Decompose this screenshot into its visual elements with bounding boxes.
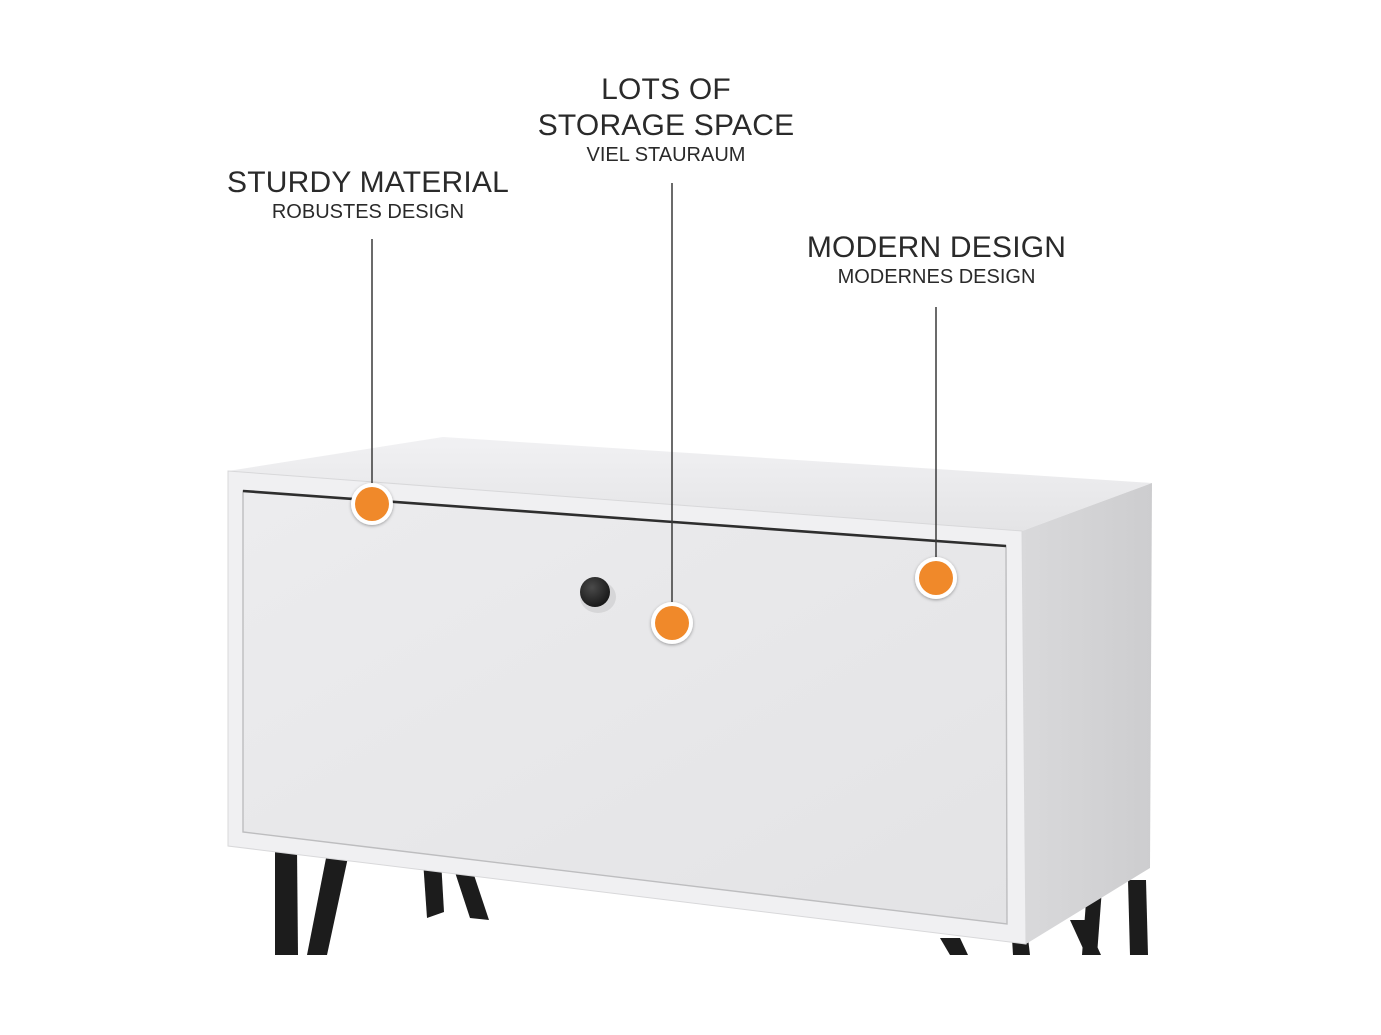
door-knob xyxy=(580,577,616,613)
cabinet xyxy=(227,437,1152,945)
callout-title: MODERN DESIGN xyxy=(806,231,1067,264)
callout-subtitle: VIEL STAURAUM xyxy=(586,144,746,166)
callout-sturdy-material: STURDY MATERIAL ROBUSTES DESIGN xyxy=(200,166,536,223)
cabinet-side xyxy=(1022,483,1152,944)
feature-markers xyxy=(351,483,957,644)
callout-subtitle: ROBUSTES DESIGN xyxy=(271,201,465,223)
callout-subtitle: MODERNES DESIGN xyxy=(837,266,1036,288)
orange-dot-marker-icon xyxy=(351,483,393,525)
callout-title: STURDY MATERIAL xyxy=(227,166,509,199)
cabinet-top xyxy=(228,437,1152,531)
callout-title-line1: LOTS OF xyxy=(601,73,731,106)
leader-lines xyxy=(371,183,937,607)
knob-icon xyxy=(580,577,610,607)
callout-modern-design: MODERN DESIGN MODERNES DESIGN xyxy=(770,231,1103,288)
callout-storage-space: LOTS OF STORAGE SPACE VIEL STAURAUM xyxy=(500,73,832,166)
orange-dot-marker-icon xyxy=(915,557,957,599)
orange-dot-marker-icon xyxy=(651,602,693,644)
hairpin-legs xyxy=(275,848,1148,955)
callout-title-line2: STORAGE SPACE xyxy=(537,109,795,142)
